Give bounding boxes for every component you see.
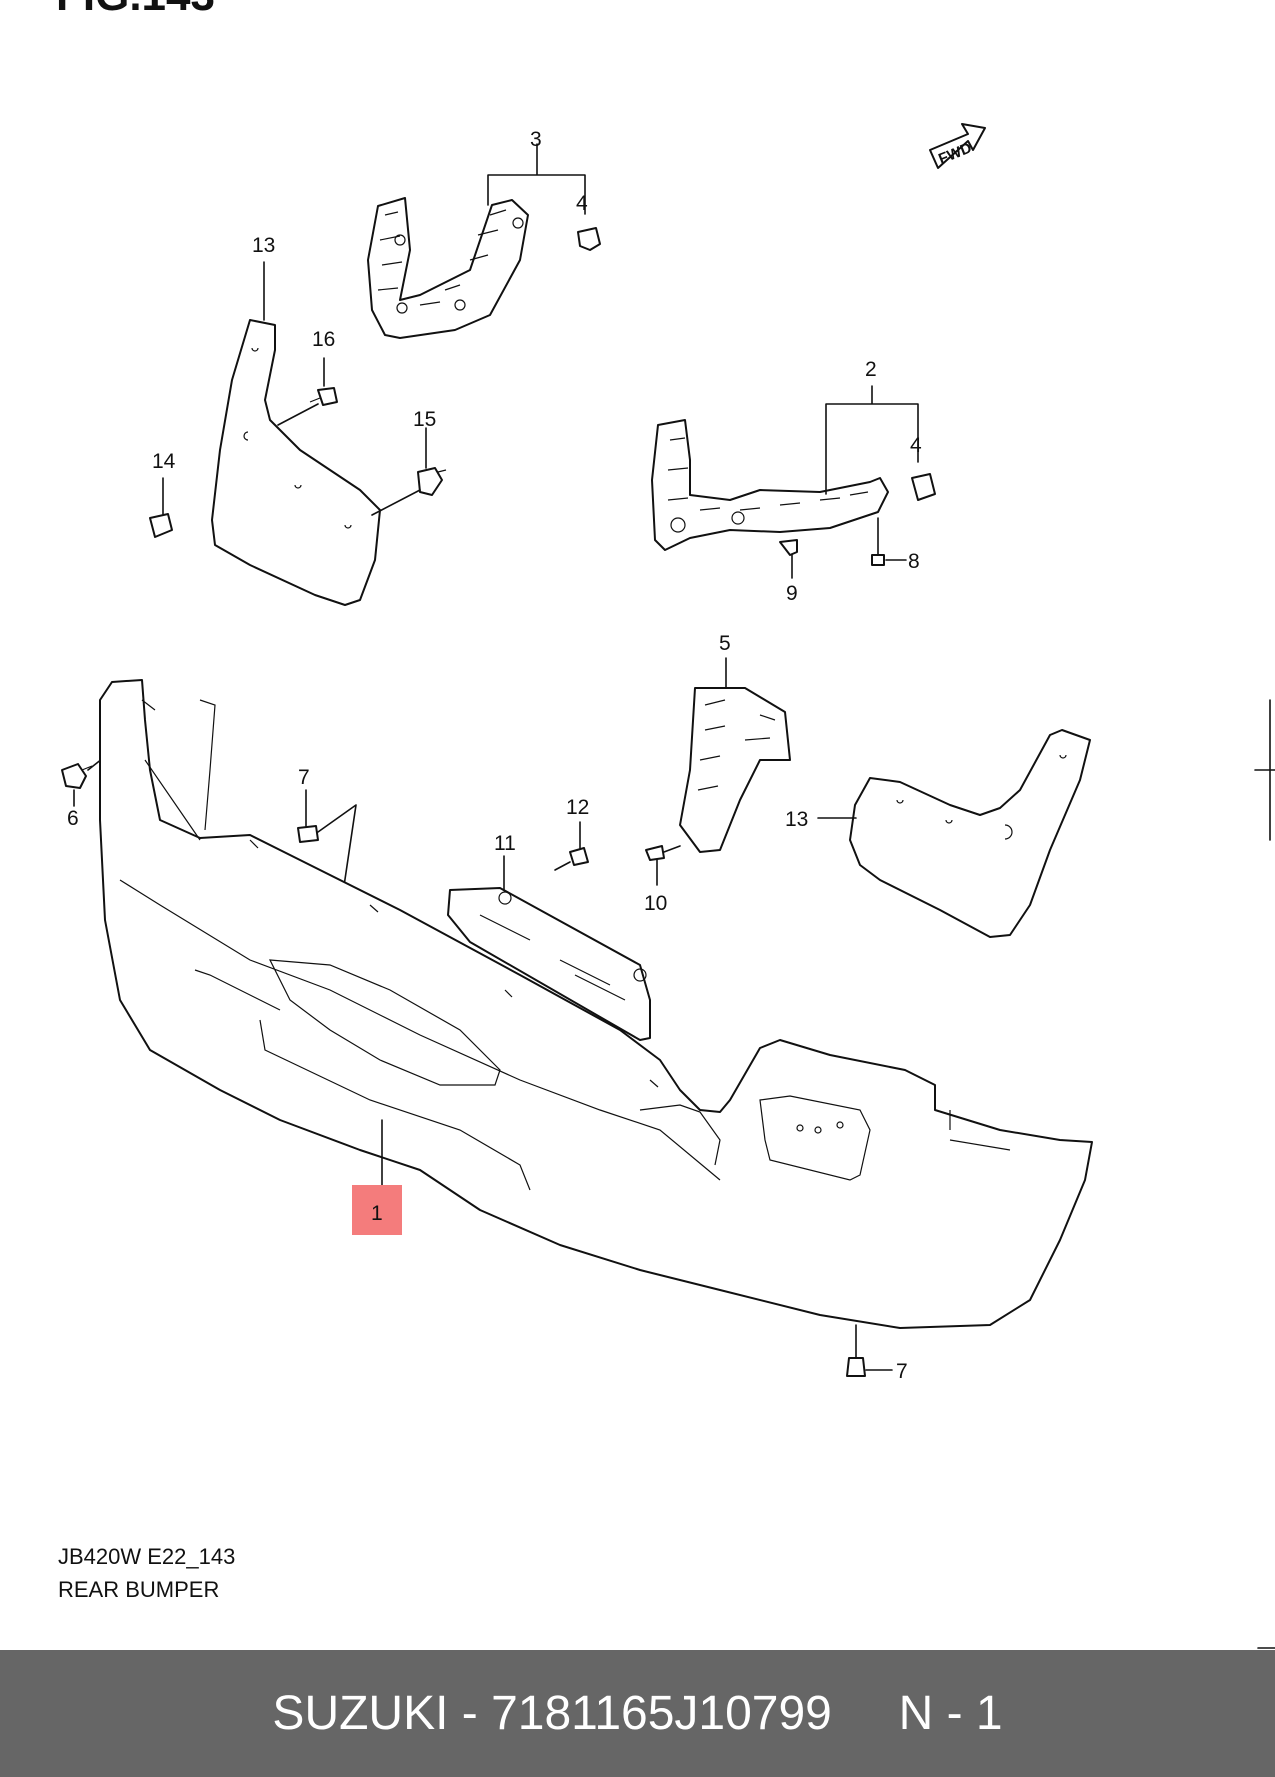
callout-8: 8 [908,550,920,573]
callout-3: 3 [530,128,542,151]
fwd-arrow-icon: FWD [929,123,986,169]
callout-12: 12 [566,796,589,819]
separator: - [448,1687,492,1740]
callout-13-right: 13 [785,808,808,831]
callout-4-top: 4 [576,192,588,215]
callout-14: 14 [152,450,176,473]
clip-part-6-icon [61,763,93,789]
callout-16: 16 [312,328,335,351]
figure-header: FIG.143 [56,0,215,20]
callout-9: 9 [786,582,798,605]
bracket-part-2 [651,419,889,551]
part-number: 7181165J10799 [491,1687,832,1740]
diagram-code: JB420W E22_143 [58,1544,236,1569]
mud-flap-part-13-right [849,729,1091,938]
clip-nut-icon [577,227,601,251]
part-info-bar: SUZUKI - 7181165J10799 N - 1 [0,1650,1275,1777]
plate-part-11 [447,887,651,1041]
callout-5: 5 [719,632,731,655]
screw-part-10-icon [645,845,665,861]
spacer [832,1686,899,1741]
callout-4-right: 4 [910,434,922,457]
callout-2: 2 [865,358,877,381]
bracket-part-5 [679,687,791,853]
callout-1: 1 [371,1202,383,1225]
highlight-box-part-1[interactable] [352,1185,402,1235]
callout-15: 15 [413,408,436,431]
clip-nut-right-icon [911,473,936,501]
callout-7-lower: 7 [896,1360,908,1383]
bolt-part-16-icon [309,387,338,406]
rear-bumper-part-1 [99,679,1093,1329]
bolt-part-7-lower-icon [846,1357,866,1377]
fwd-label: FWD [936,139,974,168]
callout-6: 6 [67,807,79,830]
parts-diagram: FIG.143 FWD 3 4 13 16 15 14 [56,0,1275,1649]
nut-part-14-icon [149,513,173,538]
quantity-note: N - 1 [898,1687,1003,1740]
brand-name: SUZUKI [272,1687,449,1740]
callout-10: 10 [644,892,667,915]
bolt-part-8-icon [871,554,885,566]
callout-7-upper: 7 [298,766,310,789]
bolt-part-7-upper-icon [297,825,319,843]
screw-part-12-icon [569,847,589,866]
pin-clip-part-15-icon [417,467,447,496]
diagram-title: REAR BUMPER [58,1577,220,1602]
screw-part-9-icon [779,539,798,556]
callout-11: 11 [494,832,516,855]
mud-flap-part-13-left [211,319,381,606]
callout-13-left: 13 [252,234,275,257]
bracket-part-3 [367,197,529,339]
